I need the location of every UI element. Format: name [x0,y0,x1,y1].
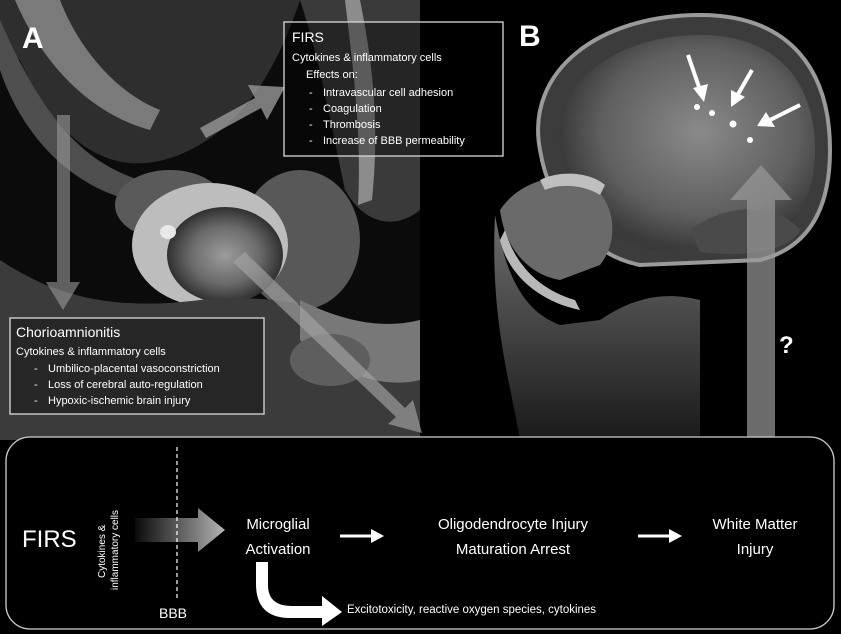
question-mark: ? [779,332,794,359]
firs-box-effects-header: Effects on: [306,69,358,81]
panel-label-b: B [519,20,541,53]
firs-box: FIRS Cytokines & inflammatory cells Effe… [284,22,503,156]
oligo-line2: Maturation Arrest [456,541,571,558]
firs-box-item-bullet: - [309,119,313,131]
pathway-box: FIRS Cytokines & inflammatory cells BBB … [6,437,834,629]
chorio-box-subtitle: Cytokines & inflammatory cells [16,346,166,358]
panel-label-a: A [22,22,44,55]
firs-box-item: Increase of BBB permeability [323,135,465,147]
pathway-firs-label: FIRS [22,526,77,553]
bbb-label: BBB [159,605,187,621]
chorio-box-item: Hypoxic-ischemic brain injury [48,395,191,407]
cytokines-label-line2: inflammatory cells [110,510,121,590]
firs-box-title: FIRS [292,29,324,45]
firs-box-item: Coagulation [323,103,382,115]
white-matter-line1: White Matter [712,516,797,533]
chorio-box-item: Loss of cerebral auto-regulation [48,379,203,391]
oligo-line1: Oligodendrocyte Injury [438,516,589,533]
microglial-line1: Microglial [246,516,309,533]
chorio-box-title: Chorioamnionitis [16,324,120,340]
chorio-box-item-bullet: - [34,379,38,391]
chorio-box-item-bullet: - [34,395,38,407]
microglial-line2: Activation [245,541,310,558]
chorioamnionitis-box: Chorioamnionitis Cytokines & inflammator… [10,318,264,414]
excitotoxicity-label: Excitotoxicity, reactive oxygen species,… [347,604,596,616]
chorio-box-item-bullet: - [34,363,38,375]
cytokines-label-line1: Cytokines & [97,524,108,578]
white-matter-line2: Injury [737,541,774,558]
firs-box-subtitle: Cytokines & inflammatory cells [292,52,442,64]
firs-box-item: Intravascular cell adhesion [323,87,453,99]
firs-box-item-bullet: - [309,103,313,115]
firs-box-item-bullet: - [309,87,313,99]
firs-box-item: Thrombosis [323,119,381,131]
chorio-box-item: Umbilico-placental vasoconstriction [48,363,220,375]
firs-box-item-bullet: - [309,135,313,147]
